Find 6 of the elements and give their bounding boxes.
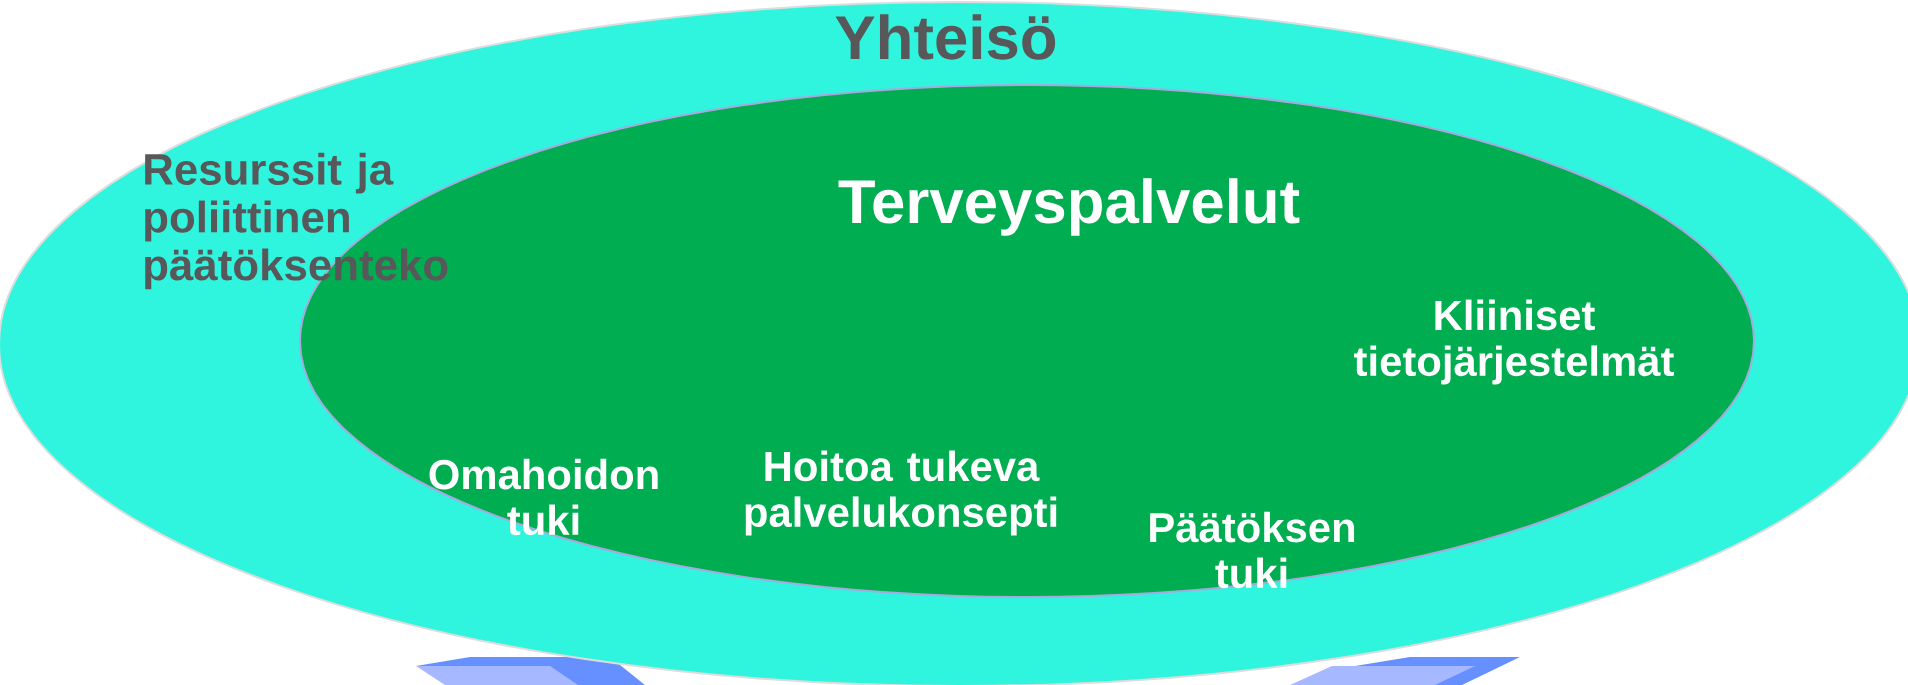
item-label: Kliiniset tietojärjestelmät bbox=[1354, 299, 1674, 385]
item-label: Hoitoa tukeva palvelukonsepti bbox=[745, 450, 1057, 536]
item-label: Omahoidon tuki bbox=[429, 458, 658, 536]
region-title: Yhteisö bbox=[835, 14, 1056, 60]
region-title: Terveyspalvelut bbox=[838, 178, 1300, 236]
item-label: Päätöksen tuki bbox=[1150, 511, 1355, 589]
